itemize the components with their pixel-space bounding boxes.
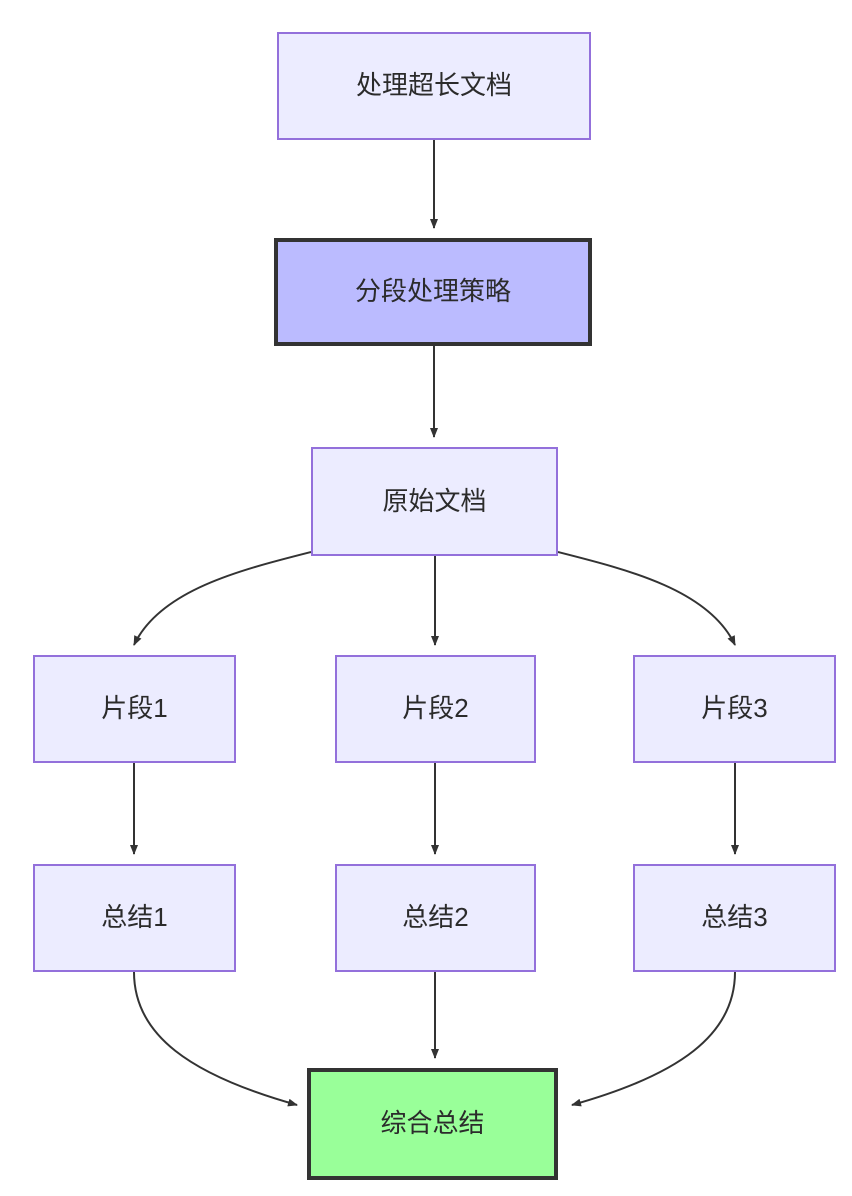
node-label: 总结1 [101,902,168,933]
node-combined-summary[interactable]: 综合总结 [307,1068,558,1180]
node-label: 处理超长文档 [355,70,512,101]
node-label: 总结2 [402,902,469,933]
edge-summary3-to-final [571,971,736,1107]
node-source-document[interactable]: 原始文档 [311,447,558,556]
node-label: 片段1 [101,693,168,724]
node-label: 原始文档 [382,485,487,516]
node-chunk-1[interactable]: 片段1 [33,655,236,763]
node-chunked-processing-strategy[interactable]: 分段处理策略 [274,238,592,346]
edge-source-to-chunk3 [557,551,736,646]
node-label: 综合总结 [380,1108,485,1139]
node-summary-1[interactable]: 总结1 [33,864,236,972]
edge-source-to-chunk1 [133,551,312,646]
node-label: 总结3 [701,902,768,933]
node-chunk-2[interactable]: 片段2 [335,655,536,763]
node-label: 片段3 [701,693,768,724]
node-summary-2[interactable]: 总结2 [335,864,536,972]
edge-summary1-to-final [133,971,298,1107]
node-label: 片段2 [402,693,469,724]
node-process-long-document[interactable]: 处理超长文档 [277,32,591,140]
node-summary-3[interactable]: 总结3 [633,864,836,972]
node-chunk-3[interactable]: 片段3 [633,655,836,763]
node-label: 分段处理策略 [354,276,511,307]
